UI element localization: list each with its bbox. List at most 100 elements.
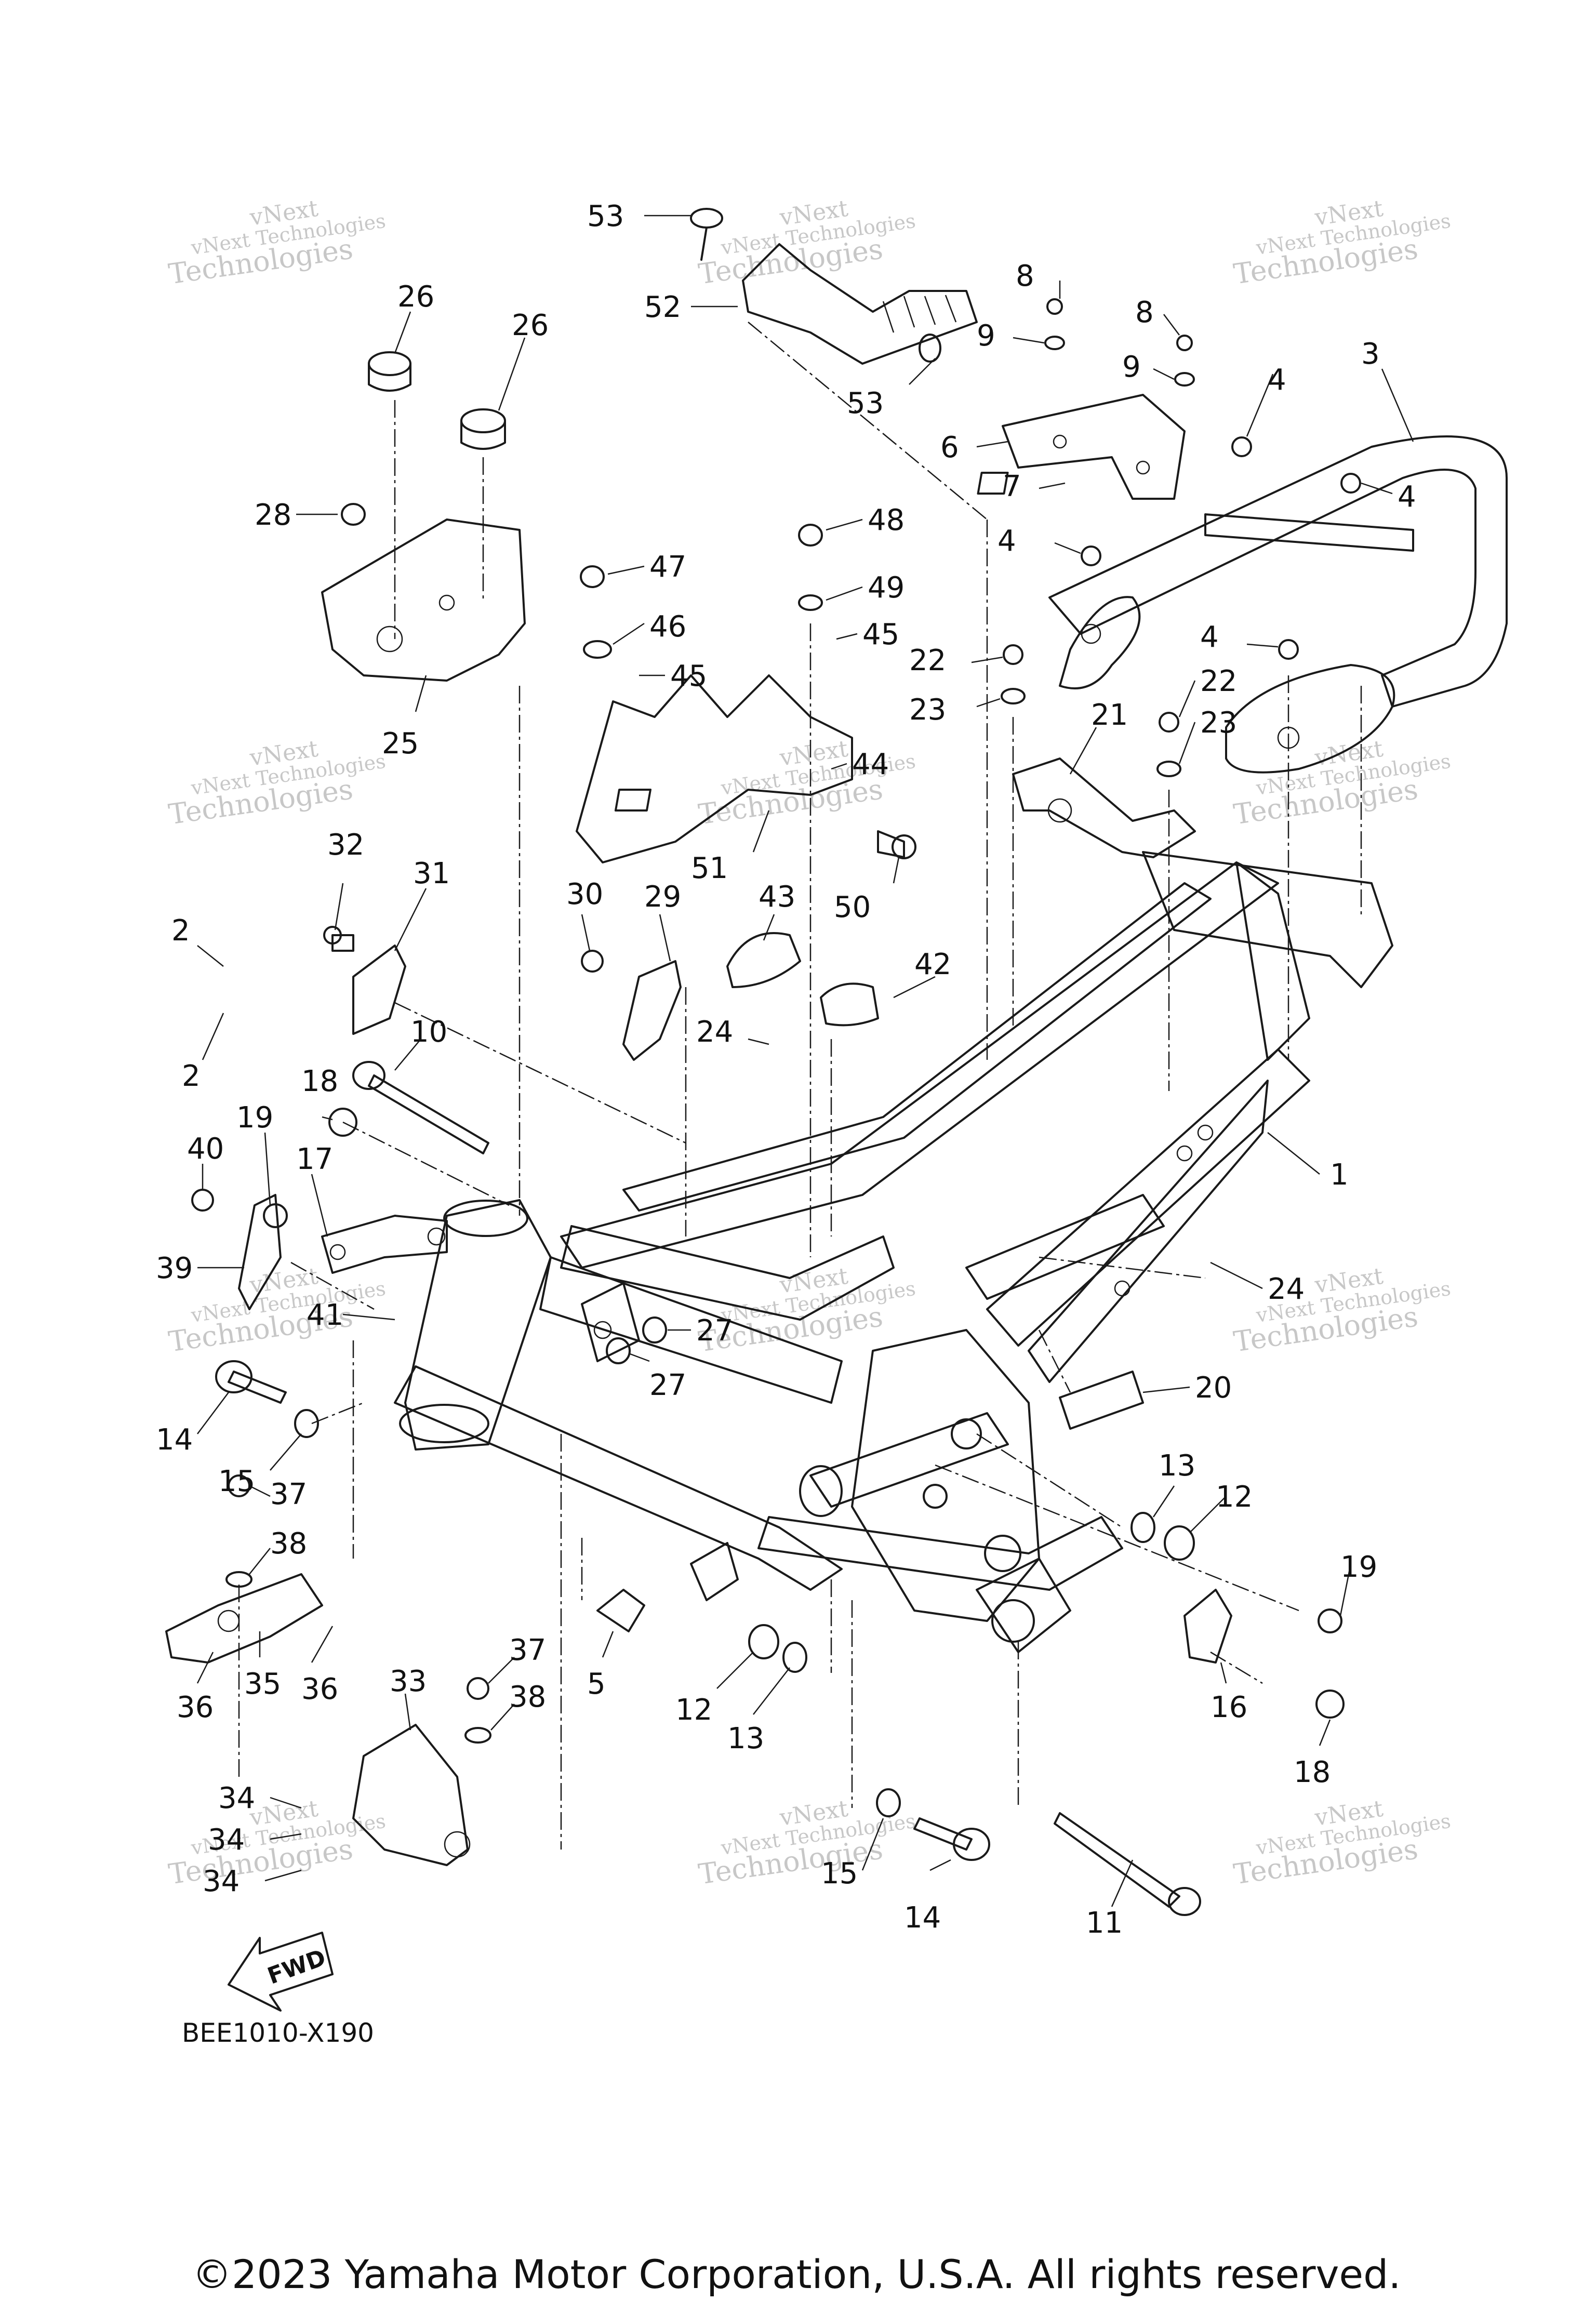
callout-12: 12 (1216, 1480, 1253, 1514)
callout-51: 51 (691, 852, 728, 885)
callout-25: 25 (382, 727, 419, 761)
callout-24: 24 (1268, 1272, 1305, 1306)
leader-lines (196, 215, 1414, 1907)
callout-45: 45 (862, 618, 899, 651)
callout-22: 22 (909, 644, 946, 677)
bracket-17 (321, 1215, 448, 1274)
callout-37: 37 (270, 1478, 307, 1511)
callout-27: 27 (649, 1368, 686, 1402)
callout-39: 39 (156, 1252, 193, 1285)
callout-35: 35 (244, 1667, 281, 1701)
callout-9: 9 (977, 319, 995, 353)
alignment-lines (238, 322, 1362, 1850)
main-frame (394, 851, 1393, 1653)
callout-45: 45 (670, 659, 707, 693)
callout-50: 50 (834, 890, 871, 924)
bracket-35 (165, 1573, 323, 1664)
holder-52 (690, 208, 978, 365)
fwd-label: FWD (264, 1944, 329, 1989)
callout-14: 14 (904, 1901, 941, 1935)
callout-46: 46 (649, 610, 686, 644)
callout-11: 11 (1086, 1906, 1123, 1940)
callout-4: 4 (1200, 620, 1219, 654)
callout-6: 6 (940, 431, 959, 464)
callout-8: 8 (1135, 296, 1154, 329)
callout-43: 43 (759, 880, 795, 914)
callout-3: 3 (1361, 337, 1380, 371)
callout-36: 36 (301, 1672, 338, 1706)
callout-31: 31 (413, 857, 450, 890)
callout-38: 38 (270, 1527, 307, 1561)
callout-26: 26 (397, 280, 434, 314)
grab-bar (1048, 435, 1508, 774)
bracket-25 (321, 518, 526, 682)
bracket-39 (238, 1194, 282, 1310)
fasteners (191, 298, 1361, 1916)
callout-47: 47 (649, 550, 686, 584)
callout-17: 17 (296, 1142, 333, 1176)
watermarks: vNext vNext Technologies Technologies vN… (166, 195, 1452, 1891)
callout-48: 48 (868, 503, 905, 537)
callout-13: 13 (1159, 1449, 1195, 1483)
callout-44: 44 (852, 748, 889, 781)
callout-2: 2 (182, 1059, 201, 1093)
callout-18: 18 (1294, 1756, 1331, 1789)
callout-10: 10 (410, 1015, 447, 1049)
callout-49: 49 (868, 571, 905, 605)
forward-direction-arrow: FWD (228, 1932, 334, 2012)
callout-34: 34 (208, 1823, 245, 1857)
callout-37: 37 (509, 1633, 546, 1667)
bracket-16 (1183, 1589, 1232, 1664)
callout-33: 33 (390, 1665, 427, 1698)
callout-4: 4 (1398, 480, 1416, 514)
callout-26: 26 (512, 309, 549, 342)
callout-42: 42 (914, 948, 951, 981)
bracket-plate-6 (977, 394, 1186, 500)
callout-27: 27 (696, 1314, 733, 1348)
callout-23: 23 (909, 693, 946, 727)
callout-15: 15 (821, 1857, 858, 1891)
caps-42-43 (726, 932, 879, 1027)
callout-23: 23 (1200, 706, 1237, 740)
callout-14: 14 (156, 1423, 193, 1457)
callout-18: 18 (301, 1065, 338, 1098)
callout-41: 41 (307, 1298, 343, 1332)
copyright-notice: ©2023 Yamaha Motor Corporation, U.S.A. A… (192, 2251, 1401, 2297)
callout-29: 29 (644, 880, 681, 914)
brackets-29-31 (331, 934, 682, 1061)
callout-4: 4 (998, 524, 1016, 558)
pad-20 (1059, 1371, 1144, 1430)
callout-52: 52 (644, 290, 681, 324)
callout-34: 34 (203, 1865, 240, 1898)
callout-21: 21 (1091, 698, 1128, 732)
callout-28: 28 (255, 498, 291, 532)
callout-5: 5 (587, 1667, 606, 1701)
callout-8: 8 (1016, 259, 1034, 293)
callout-34: 34 (218, 1781, 255, 1815)
callout-19: 19 (1340, 1550, 1377, 1584)
callout-24: 24 (696, 1015, 733, 1049)
callout-7: 7 (1003, 470, 1021, 503)
callout-53: 53 (587, 200, 624, 233)
callout-16: 16 (1211, 1691, 1247, 1724)
callout-12: 12 (675, 1693, 712, 1727)
callout-4: 4 (1268, 363, 1286, 397)
cover-33 (352, 1724, 471, 1866)
callout-30: 30 (566, 877, 603, 911)
callout-32: 32 (327, 828, 364, 862)
callout-53: 53 (847, 387, 884, 420)
clip-5 (596, 1589, 645, 1632)
drawing-code: BEE1010-X190 (182, 2018, 374, 2048)
callout-19: 19 (236, 1101, 273, 1135)
callout-2: 2 (171, 914, 190, 948)
callout-13: 13 (727, 1722, 764, 1756)
callout-labels: 53 52 53 26 26 28 25 8 8 9 9 6 7 3 4 4 4… (156, 200, 1416, 1940)
callout-9: 9 (1122, 350, 1141, 384)
bracket-21 (1012, 757, 1196, 858)
callout-38: 38 (509, 1680, 546, 1714)
caps-26 (368, 351, 506, 450)
callout-40: 40 (187, 1132, 224, 1166)
callout-22: 22 (1200, 664, 1237, 698)
callout-15: 15 (218, 1465, 255, 1498)
